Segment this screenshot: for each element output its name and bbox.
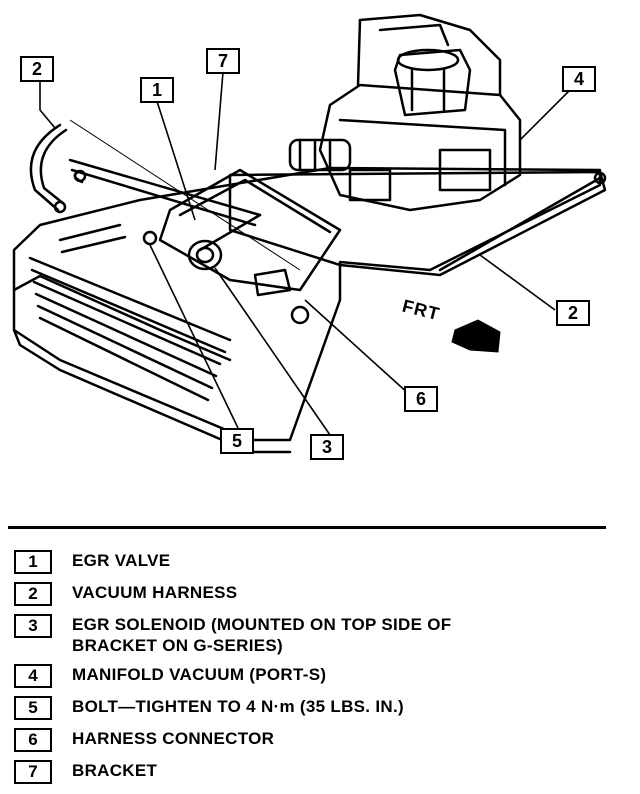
legend-number: 7 <box>14 760 52 784</box>
legend-item: 3 EGR SOLENOID (MOUNTED ON TOP SIDE OF B… <box>14 614 614 656</box>
legend-item: 6 HARNESS CONNECTOR <box>14 728 614 752</box>
callout-3: 3 <box>310 434 344 460</box>
legend-number: 4 <box>14 664 52 688</box>
legend: 1 EGR VALVE 2 VACUUM HARNESS 3 EGR SOLEN… <box>14 550 614 792</box>
valve-cover-outline <box>12 166 602 442</box>
callout-7: 7 <box>206 48 240 74</box>
leader-3 <box>214 267 331 436</box>
carburetor-body <box>318 83 522 212</box>
legend-divider <box>8 526 606 529</box>
vacuum-hose <box>29 123 62 212</box>
callout-2-left: 2 <box>20 56 54 82</box>
callout-1: 1 <box>140 77 174 103</box>
legend-number: 5 <box>14 696 52 720</box>
callout-6: 6 <box>404 386 438 412</box>
legend-text: HARNESS CONNECTOR <box>72 729 275 748</box>
leader-1 <box>154 94 196 221</box>
legend-number: 1 <box>14 550 52 574</box>
legend-text: BRACKET <box>72 761 158 780</box>
leader-2a <box>39 80 56 129</box>
legend-number: 3 <box>14 614 52 638</box>
legend-number: 6 <box>14 728 52 752</box>
front-arrow-icon <box>451 319 501 353</box>
legend-text: MANIFOLD VACUUM (PORT-S) <box>72 665 327 684</box>
legend-text: VACUUM HARNESS <box>72 583 238 602</box>
engine-diagram <box>12 13 607 454</box>
valve-cover-lower-edge <box>12 328 292 454</box>
callout-4: 4 <box>562 66 596 92</box>
leader-6 <box>304 299 411 396</box>
legend-item: 2 VACUUM HARNESS <box>14 582 614 606</box>
leader-7 <box>214 71 224 171</box>
legend-number: 2 <box>14 582 52 606</box>
leader-5 <box>149 244 239 429</box>
legend-item: 5 BOLT—TIGHTEN TO 4 N·m (35 LBS. IN.) <box>14 696 614 720</box>
leader-2b <box>479 254 556 311</box>
legend-item: 4 MANIFOLD VACUUM (PORT-S) <box>14 664 614 688</box>
egr-bracket <box>158 168 342 292</box>
legend-text: BOLT—TIGHTEN TO 4 N·m (35 LBS. IN.) <box>72 697 404 716</box>
callout-2-right: 2 <box>556 300 590 326</box>
legend-item: 1 EGR VALVE <box>14 550 614 574</box>
legend-text: EGR VALVE <box>72 551 171 570</box>
legend-item: 7 BRACKET <box>14 760 614 784</box>
legend-text: EGR SOLENOID (MOUNTED ON TOP SIDE OF BRA… <box>72 615 452 655</box>
manifold-plate <box>228 170 607 277</box>
callout-5: 5 <box>220 428 254 454</box>
